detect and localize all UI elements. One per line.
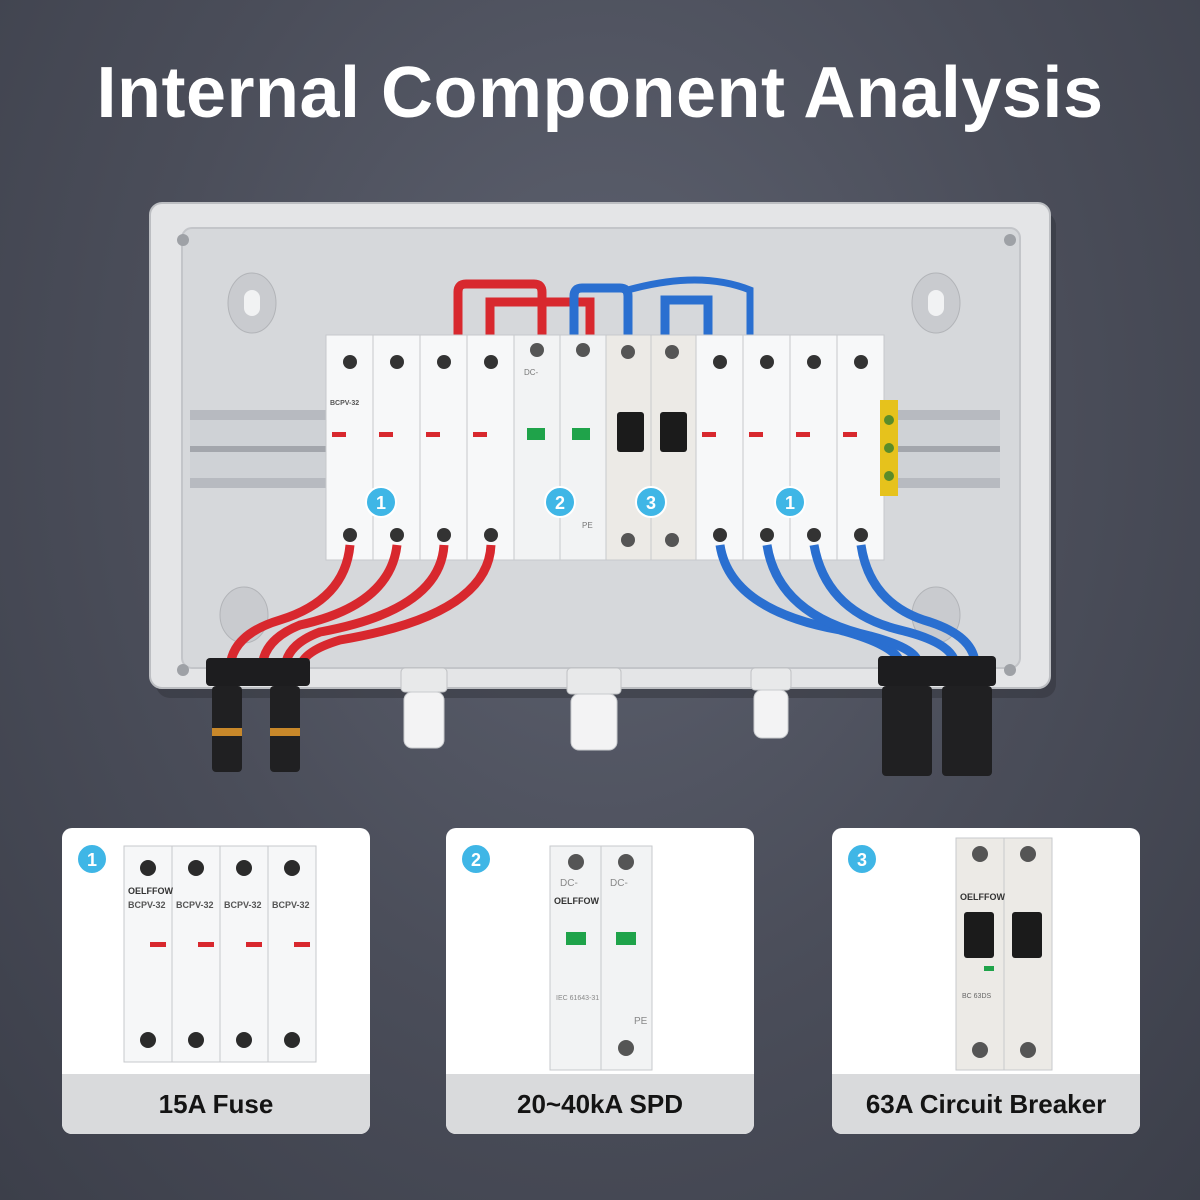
badge-spd: 2 bbox=[544, 486, 576, 518]
svg-text:BCPV-32: BCPV-32 bbox=[224, 900, 262, 910]
breaker-module bbox=[605, 334, 697, 561]
brand-label: OELFFOW bbox=[128, 886, 173, 896]
card-caption: 15A Fuse bbox=[62, 1074, 370, 1134]
card-caption: 20~40kA SPD bbox=[446, 1074, 754, 1134]
fuse-group-left: BCPV-32 bbox=[325, 334, 515, 561]
badge-breaker: 3 bbox=[635, 486, 667, 518]
svg-text:1: 1 bbox=[376, 493, 386, 513]
page-title: Internal Component Analysis bbox=[96, 53, 1104, 133]
screw-hole bbox=[1004, 234, 1016, 246]
breaker-thumbnail: OELFFOW BC 63DS 3 bbox=[846, 837, 1053, 1071]
badge-3: 3 bbox=[846, 843, 878, 875]
screw-hole bbox=[177, 664, 189, 676]
card-caption: 63A Circuit Breaker bbox=[832, 1074, 1140, 1134]
svg-text:BCPV-32: BCPV-32 bbox=[272, 900, 310, 910]
badge-1: 1 bbox=[76, 843, 108, 875]
badge-fuse-left: 1 bbox=[365, 486, 397, 518]
svg-text:3: 3 bbox=[857, 850, 867, 870]
svg-text:3: 3 bbox=[646, 493, 656, 513]
svg-text:1: 1 bbox=[785, 493, 795, 513]
card-spd: DC- DC- OELFFOW IEC 61643-31 PE 2 20~40k… bbox=[446, 828, 754, 1134]
screw-hole bbox=[177, 234, 189, 246]
spd-pe-label: PE bbox=[634, 1016, 648, 1027]
spd-dc-label: DC- bbox=[524, 368, 539, 377]
spd-module: DC- PE bbox=[513, 334, 607, 561]
brand-label: OELFFOW bbox=[960, 892, 1005, 902]
spd-thumbnail: DC- DC- OELFFOW IEC 61643-31 PE 2 bbox=[460, 843, 653, 1071]
spd-pe-label: PE bbox=[582, 521, 593, 530]
svg-text:DC-: DC- bbox=[610, 878, 628, 889]
svg-text:BCPV-32: BCPV-32 bbox=[176, 900, 214, 910]
cable-gland bbox=[566, 667, 622, 751]
breaker-model-label: BC 63DS bbox=[962, 993, 992, 1000]
cable-gland bbox=[400, 667, 448, 749]
spd-dc-label: DC- bbox=[560, 878, 578, 889]
svg-text:2: 2 bbox=[555, 493, 565, 513]
cable-gland bbox=[750, 667, 792, 739]
fuse-thumbnail: BCPV-32 BCPV-32 BCPV-32 BCPV-32 OELFFOW … bbox=[76, 843, 317, 1063]
fuse-model-label: BCPV-32 bbox=[128, 900, 166, 910]
screw-hole bbox=[1004, 664, 1016, 676]
mc4-connector-right bbox=[878, 656, 996, 776]
fuse-group-right bbox=[695, 334, 885, 561]
mc4-connector-left bbox=[206, 658, 310, 772]
fuse-model-label: BCPV-32 bbox=[330, 400, 359, 407]
spd-standard-label: IEC 61643-31 bbox=[556, 995, 599, 1002]
card-fuse: BCPV-32 BCPV-32 BCPV-32 BCPV-32 OELFFOW … bbox=[62, 828, 370, 1134]
card-breaker: OELFFOW BC 63DS 3 63A Circuit Breaker bbox=[832, 828, 1140, 1134]
svg-text:2: 2 bbox=[471, 850, 481, 870]
badge-2: 2 bbox=[460, 843, 492, 875]
brand-label: OELFFOW bbox=[554, 896, 599, 906]
badge-fuse-right: 1 bbox=[774, 486, 806, 518]
svg-text:1: 1 bbox=[87, 850, 97, 870]
